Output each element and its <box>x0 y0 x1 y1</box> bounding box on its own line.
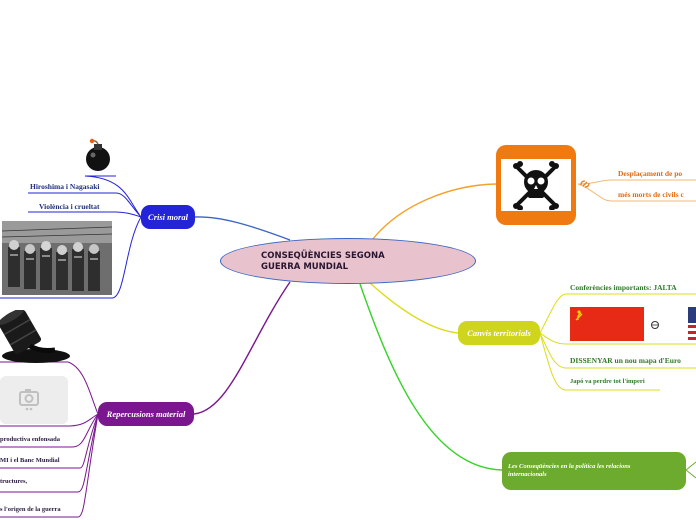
branch-consequencies-label: Les Conseqüències en la política les rel… <box>508 463 630 479</box>
leaf-hiroshima[interactable]: Hiroshima i Nagasaki <box>30 182 99 191</box>
central-title-line1: CONSEQÜÈNCIES SEGONA <box>261 251 385 261</box>
leaf-estructures-text: tructures, <box>0 478 28 485</box>
leaf-desplacament-text: Desplaçament de po <box>618 169 683 178</box>
leaf-hiroshima-text: Hiroshima i Nagasaki <box>30 182 100 191</box>
leaf-fmi[interactable]: MI i el Banc Mundial <box>0 457 60 464</box>
ussr-flag <box>570 307 644 341</box>
photo-placeholder-icon <box>19 389 39 411</box>
leaf-violencia-text: Violència i crueltat <box>39 202 100 211</box>
branch-repercusions-label: Repercusions material <box>106 409 186 419</box>
branch-consequencies-politica[interactable]: Les Conseqüències en la política les rel… <box>502 452 686 490</box>
usa-flag-canton <box>688 307 696 323</box>
leaf-dissenyar-mapa-text: DISSENYAR un nou mapa d'Euro <box>570 356 681 365</box>
central-node[interactable] <box>220 238 476 284</box>
leaf-conferencies-text: Conferències importants: JALTA <box>570 283 677 292</box>
usa-flag <box>688 307 696 341</box>
leaf-morts-civils[interactable]: més morts de civils c <box>618 190 684 199</box>
branch-crisi-moral-label: Crisi moral <box>148 212 188 222</box>
leaf-desplacament[interactable]: Desplaçament de po <box>618 169 682 178</box>
oil-barrel-icon <box>0 310 70 363</box>
branch-repercusions-material[interactable]: Repercusions material <box>98 402 194 426</box>
leaf-violencia[interactable]: Violència i crueltat <box>39 202 100 211</box>
branch-canvis-label: Canvis territorials <box>467 328 531 338</box>
hammer-sickle-icon <box>575 310 583 321</box>
leaf-fmi-text: MI i el Banc Mundial <box>0 457 60 464</box>
photo-placeholder[interactable] <box>0 376 68 424</box>
branch-canvis-territorials[interactable]: Canvis territorials <box>458 321 540 345</box>
skull-crossbones-icon <box>513 161 559 210</box>
leaf-origen-guerra[interactable]: s l'origen de la guerra <box>0 506 61 513</box>
central-node-label: CONSEQÜÈNCIES SEGONA GUERRA MUNDIAL <box>261 251 451 273</box>
link-icon[interactable] <box>579 179 591 189</box>
camp-photo-illustration <box>2 221 112 295</box>
leaf-productiva[interactable]: productiva enfonsada <box>0 436 60 443</box>
leaf-japo-imperi[interactable]: Japó va perdre tot l'imperi <box>570 378 645 385</box>
leaf-morts-civils-text: més morts de civils c <box>618 190 684 199</box>
concentration-camp-photo <box>2 221 112 295</box>
bomb-icon <box>86 138 110 171</box>
central-title-line2: GUERRA MUNDIAL <box>261 262 349 272</box>
branch-consequencies-label-line1: Les Conseqüències en la política les rel… <box>508 463 631 470</box>
leaf-origen-guerra-text: s l'origen de la guerra <box>0 506 61 513</box>
leaf-dissenyar-mapa[interactable]: DISSENYAR un nou mapa d'Euro <box>570 356 681 365</box>
link-icon[interactable] <box>650 320 660 330</box>
branch-crisi-moral[interactable]: Crisi moral <box>141 205 195 229</box>
leaf-conferencies[interactable]: Conferències importants: JALTA <box>570 283 677 292</box>
leaf-productiva-text: productiva enfonsada <box>0 436 61 443</box>
leaf-estructures[interactable]: tructures, <box>0 478 27 485</box>
branch-consequencies-label-line2: internacionals <box>508 471 547 478</box>
leaf-japo-imperi-text: Japó va perdre tot l'imperi <box>570 378 645 385</box>
